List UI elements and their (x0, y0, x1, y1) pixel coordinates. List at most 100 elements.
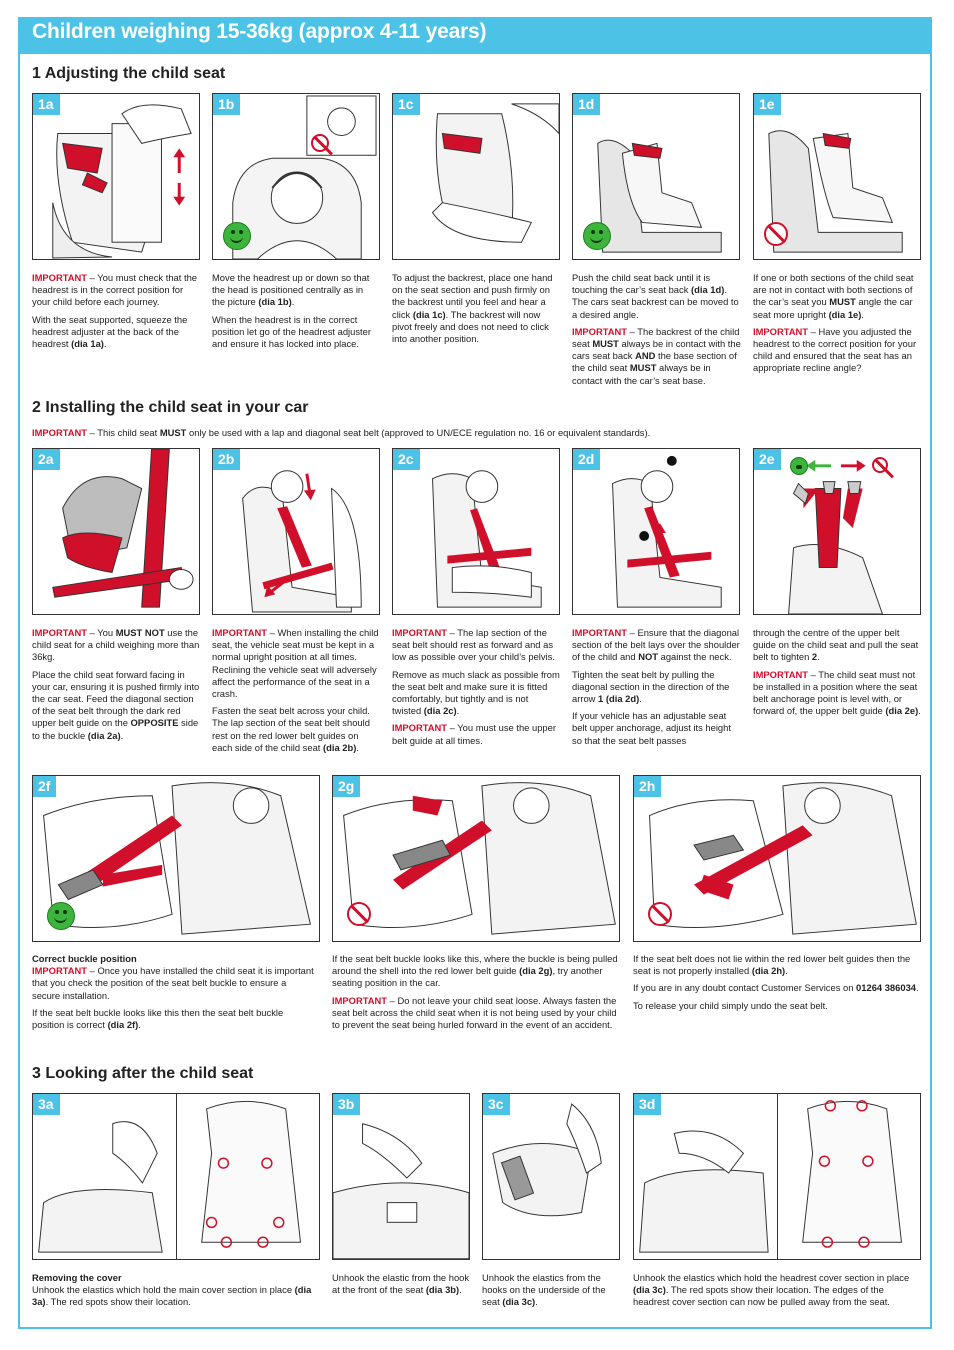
text: always be in contact with the car’s seat… (572, 362, 711, 386)
diagram-label: 1a (33, 94, 60, 115)
step-number: 2 (811, 651, 818, 663)
text: With the seat supported, squeeze the hea… (32, 313, 188, 350)
arrow-icon (264, 578, 289, 598)
backrest-adjust-illustration (431, 103, 559, 243)
text: side to the buckle (32, 717, 199, 741)
text: – Ensure that the diagonal section of th… (572, 627, 740, 663)
important-label: IMPORTANT (753, 325, 809, 337)
text: use the child seat for a child weighing … (32, 627, 200, 663)
section-1-heading: 1 Adjusting the child seat (32, 65, 226, 82)
fasten-belt-illustration (242, 470, 362, 613)
text: – You (87, 627, 116, 638)
diagram-label: 2c (393, 449, 420, 470)
text: . The backrest will now pivot freely and… (392, 308, 549, 345)
text: Place the child seat forward facing in y… (32, 668, 200, 729)
diagram-2b: 2b (212, 448, 380, 615)
smiley-ok-icon (583, 222, 611, 250)
prohibited-icon (648, 902, 672, 926)
text: – The backrest of the child seat (572, 325, 740, 350)
text-2g: If the seat belt buckle looks like this,… (332, 953, 622, 1036)
text: If the seat belt buckle looks like this … (32, 1006, 284, 1031)
diagram-label: 2e (754, 449, 781, 470)
section-2-intro: IMPORTANT – This child seat MUST only be… (32, 427, 922, 439)
dia-ref: (dia 2b) (323, 741, 357, 753)
text: . (861, 308, 864, 320)
belt-anchorage-illustration (788, 459, 883, 614)
phone-number: 01264 386034 (856, 982, 917, 994)
diagram-label: 3d (634, 1094, 662, 1115)
text: . The red spots show their location. (45, 1296, 191, 1308)
dia-ref: (dia 3c) (633, 1284, 666, 1296)
emphasis: OPPOSITE (130, 717, 179, 729)
text: – This child seat (87, 427, 160, 438)
text-3b: Unhook the elastic from the hook at the … (332, 1272, 470, 1301)
diagram-2e: 2e (753, 448, 921, 615)
right-arrow-icon (840, 459, 866, 472)
diagram-label: 2b (213, 449, 241, 470)
important-label: IMPORTANT (572, 627, 628, 638)
text: . (138, 1019, 141, 1031)
text: If one or both sections of the child sea… (753, 272, 914, 308)
text-2f: Correct buckle position IMPORTANT – Once… (32, 953, 316, 1036)
diagram-3c: 3c (482, 1093, 620, 1260)
text-2d: IMPORTANT – Ensure that the diagonal sec… (572, 627, 742, 752)
emphasis: MUST (592, 338, 619, 350)
text: – You must check that the headrest is in… (32, 272, 197, 308)
diagram-2d: 2d (572, 448, 740, 615)
text-2b: IMPORTANT – When installing the child se… (212, 627, 380, 759)
important-label: IMPORTANT (572, 325, 628, 337)
belt-lap-section-illustration (432, 470, 542, 608)
text-1b: Move the headrest up or down so that the… (212, 272, 378, 355)
diagram-label: 3b (333, 1094, 361, 1115)
text: Fasten the seat belt across your child. … (212, 705, 370, 753)
diagram-3d: 3d (633, 1093, 921, 1260)
unhook-underside-elastic-illustration (492, 1103, 602, 1217)
text: If the seat belt buckle looks like this,… (332, 953, 618, 977)
text: Unhook the elastics which hold the main … (32, 1284, 295, 1296)
remove-main-cover-illustration (38, 1100, 302, 1253)
dia-ref: (dia 2g) (519, 965, 553, 977)
diagram-label: 2h (634, 776, 662, 797)
headrest-adjuster-illustration (52, 104, 192, 259)
up-arrow-icon (173, 148, 186, 174)
emphasis: MUST (629, 362, 657, 374)
text: . (918, 705, 921, 717)
diagram-1e: 1e (753, 93, 921, 260)
text: . (356, 741, 359, 753)
important-label: IMPORTANT (32, 627, 88, 638)
text: Unhook the elastic from the hook at the … (332, 1272, 470, 1296)
belt-outside-guides-illustration (649, 782, 917, 935)
section-2-heading: 2 Installing the child seat in your car (32, 399, 309, 416)
dia-ref: (dia 3c) (502, 1296, 536, 1308)
text: against the neck. (658, 651, 732, 663)
text: To release your child simply undo the se… (633, 999, 828, 1011)
dia-ref: (dia 1d) (691, 284, 725, 296)
section-3-heading: 3 Looking after the child seat (32, 1065, 254, 1082)
text: . (535, 1296, 538, 1308)
text-1c: To adjust the backrest, place one hand o… (392, 272, 558, 350)
smiley-ok-icon (790, 457, 808, 475)
diagram-2c: 2c (392, 448, 560, 615)
dia-ref: (dia 3b) (425, 1284, 460, 1296)
dia-ref: (dia 2f) (107, 1019, 139, 1031)
diagram-label: 1e (754, 94, 781, 115)
diagram-2f: 2f (32, 775, 320, 942)
text: – Do not leave your child seat loose. Al… (332, 994, 617, 1031)
emphasis: MUST (829, 296, 856, 308)
subheading: Correct buckle position (32, 953, 137, 964)
text: . (639, 693, 642, 705)
emphasis: MUST NOT (115, 627, 165, 638)
title-banner: Children weighing 15-36kg (approx 4-11 y… (18, 17, 932, 54)
text-3a: Removing the cover Unhook the elastics w… (32, 1272, 324, 1314)
diagram-label: 2d (573, 449, 601, 470)
prohibited-icon (764, 222, 788, 246)
important-label: IMPORTANT (392, 627, 448, 638)
text: . The red spots show their location. The… (633, 1284, 890, 1308)
important-label: IMPORTANT (32, 965, 88, 977)
left-arrow-icon (806, 459, 832, 472)
diagram-1a: 1a (32, 93, 200, 260)
text-1e: If one or both sections of the child sea… (753, 272, 923, 380)
arrow-icon (303, 473, 316, 501)
prohibited-icon (311, 134, 329, 152)
text: , try another seating position in the ca… (332, 965, 603, 989)
